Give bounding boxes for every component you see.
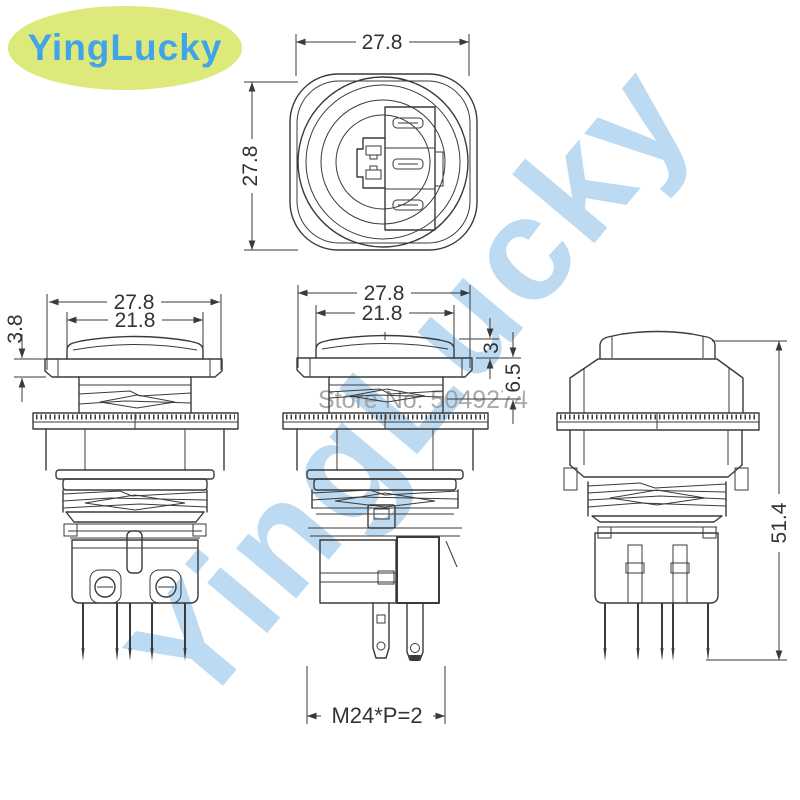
- seller-logo-text: YingLucky: [27, 27, 223, 68]
- dim-center-width-label: 27.8: [364, 282, 405, 305]
- dim-front-width: 27.8: [46, 291, 222, 370]
- side-view-drawing: [556, 330, 760, 661]
- dim-side-total-height: 51.4: [706, 340, 791, 661]
- dim-center-width: 27.8: [297, 282, 471, 368]
- dim-center-cap-width-label: 21.8: [362, 302, 403, 325]
- front-view-pins: [81, 603, 187, 661]
- center-view-drawing: [282, 332, 489, 661]
- dim-side-total-height-label: 51.4: [768, 502, 791, 543]
- dim-center-cap-height-label: 3: [480, 342, 503, 354]
- dim-front-flange-thickness-label: 3.8: [4, 314, 27, 343]
- dim-front-cap-width-label: 21.8: [115, 309, 156, 332]
- dim-front-flange-thickness: 3.8: [4, 314, 46, 402]
- dim-top-height: 27.8: [239, 81, 298, 251]
- dim-top-width: 27.8: [295, 31, 470, 76]
- dim-top-height-label: 27.8: [239, 146, 262, 187]
- dim-center-cap-height: 3: [459, 318, 521, 379]
- top-view-drawing: [289, 73, 478, 251]
- side-view-pins: [603, 603, 710, 661]
- dim-thread-spec-label: M24*P=2: [331, 703, 422, 728]
- dim-center-cap-width: 21.8: [315, 302, 455, 350]
- dim-front-cap-width: 21.8: [66, 309, 204, 352]
- front-view-drawing: [32, 335, 239, 661]
- dim-center-bezel-height: 6.5: [447, 332, 525, 424]
- dim-front-width-label: 27.8: [114, 291, 155, 314]
- seller-logo: YingLucky: [8, 6, 242, 90]
- dim-thread-spec: M24*P=2: [306, 666, 446, 728]
- dim-center-bezel-height-label: 6.5: [502, 363, 525, 392]
- dim-top-width-label: 27.8: [362, 31, 403, 54]
